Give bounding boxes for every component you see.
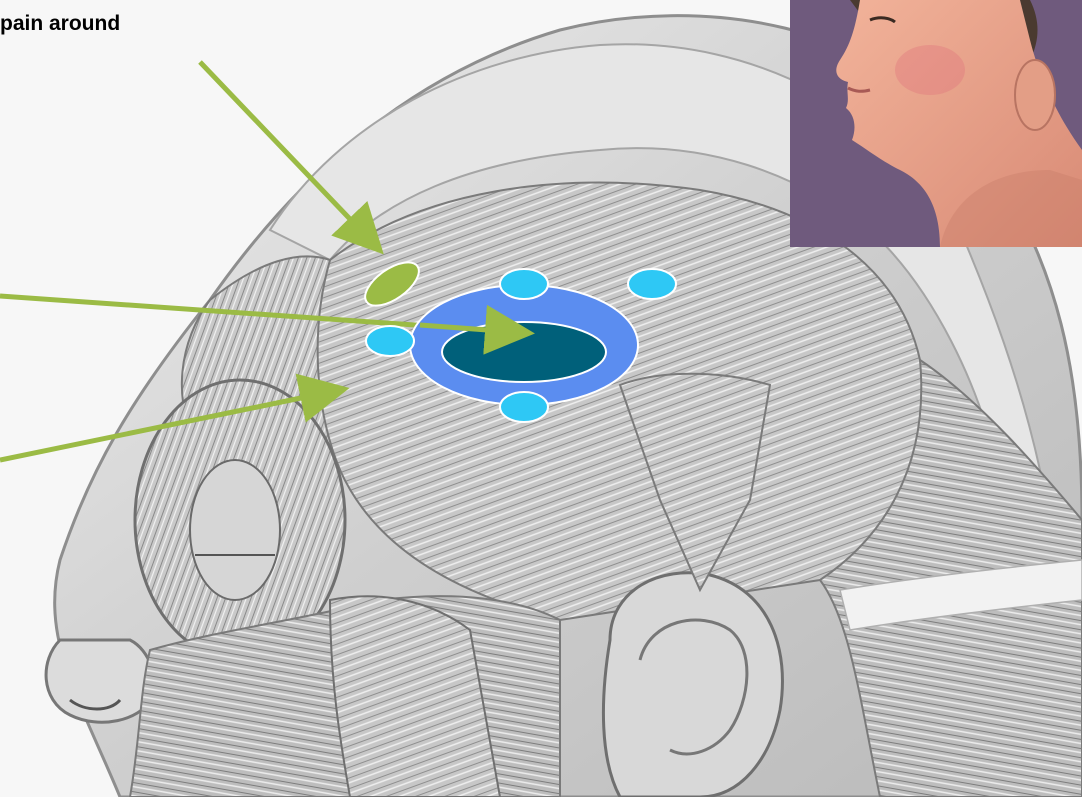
- head-profile-illustration: [790, 0, 1082, 247]
- head-profile-photo-icon: [790, 0, 1082, 247]
- cyan-dot-right: [628, 269, 676, 299]
- inner-ring: [442, 322, 606, 382]
- cyan-dot-left: [366, 326, 414, 356]
- cyan-dot-top: [500, 269, 548, 299]
- eye: [190, 460, 280, 600]
- ear: [603, 573, 782, 797]
- caption-text: pain around: [0, 12, 120, 36]
- cyan-dot-bottom: [500, 392, 548, 422]
